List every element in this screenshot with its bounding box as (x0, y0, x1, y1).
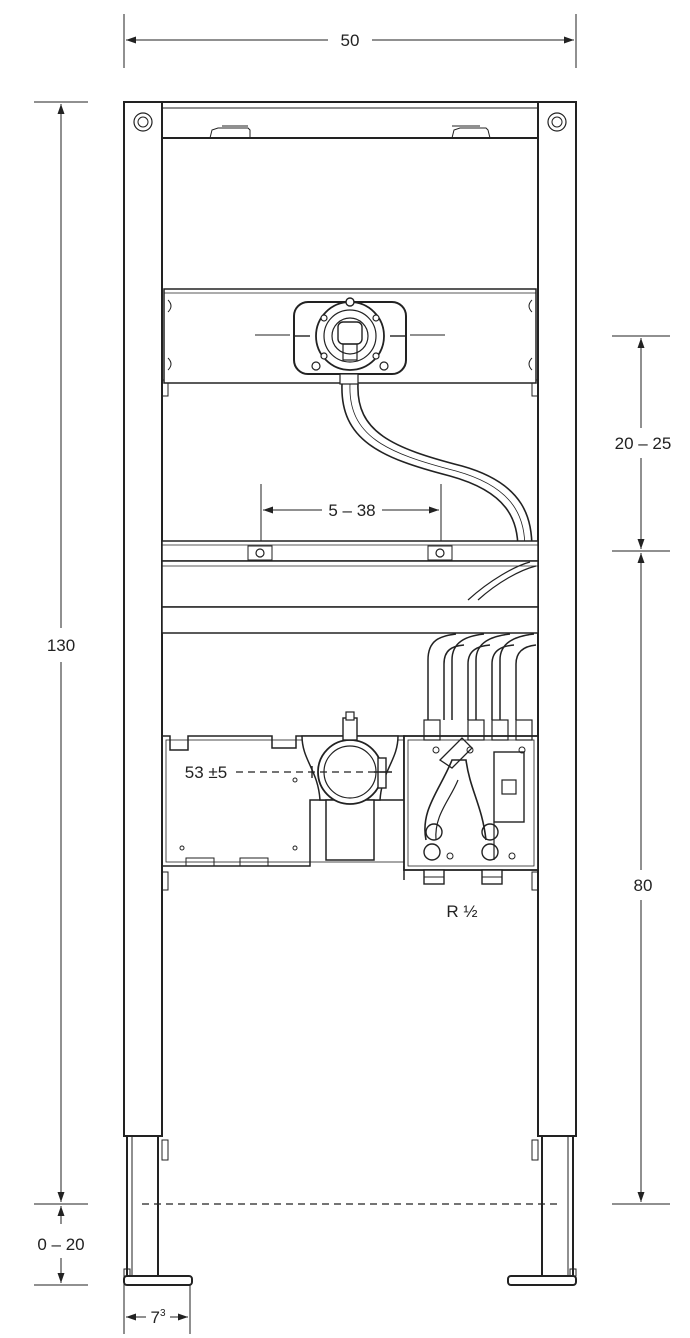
bolt-icon (547, 112, 567, 132)
supply-pipes (427, 633, 537, 720)
left-foot (123, 1275, 193, 1286)
dim-outlet-height: 20 – 25 (612, 335, 672, 552)
dim-foot-width-value: 7 (150, 1308, 159, 1327)
thread-size-label: R ½ (446, 902, 477, 921)
dim-foot-width-sup: 3 (160, 1308, 166, 1319)
dim-waste-height: 53 ±5 (176, 760, 390, 784)
right-foot (507, 1275, 577, 1286)
dim-support-spacing: 5 – 38 (260, 484, 442, 545)
dim-total-width: 50 (123, 14, 577, 68)
dim-support-spacing-label: 5 – 38 (328, 501, 375, 520)
mounting-frame (123, 101, 577, 1286)
dim-outlet-height-label: 20 – 25 (615, 434, 672, 453)
waste-fitting (301, 711, 399, 861)
dim-foot-width-label: 73 (150, 1308, 165, 1327)
dim-total-height: 130 (34, 101, 88, 1205)
dim-connection-height-label: 80 (634, 876, 653, 895)
dim-total-width-label: 50 (341, 31, 360, 50)
dim-waste-height-label: 53 ±5 (185, 763, 227, 782)
right-upright (537, 101, 577, 1137)
outlet-valve (293, 297, 407, 385)
dim-total-height-label: 130 (47, 636, 75, 655)
dim-foot-adjust: 0 – 20 (34, 1206, 88, 1286)
dim-foot-adjust-label: 0 – 20 (37, 1235, 84, 1254)
bolt-icon (133, 112, 153, 132)
valve-box (403, 719, 539, 885)
dim-connection-height: 80 (612, 553, 670, 1205)
cross-rail (161, 540, 539, 634)
left-upright (123, 101, 163, 1137)
supply-hose (341, 383, 533, 551)
